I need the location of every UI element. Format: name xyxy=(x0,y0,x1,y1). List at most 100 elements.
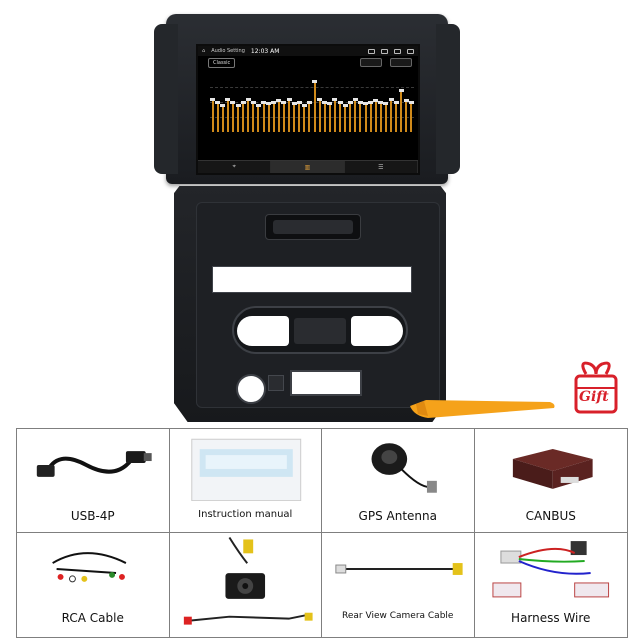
gift-badge: Gift xyxy=(568,358,624,420)
gift-label: Gift xyxy=(579,389,609,405)
eq-band-knob[interactable] xyxy=(286,97,292,101)
eq-band-knob[interactable] xyxy=(327,101,333,105)
eq-band-knob[interactable] xyxy=(378,100,384,104)
eq-band-bar xyxy=(257,105,260,132)
eq-band-knob[interactable] xyxy=(322,100,328,104)
eq-band-bar xyxy=(384,103,387,132)
eq-band-bar xyxy=(349,102,352,132)
eq-band-knob[interactable] xyxy=(301,103,307,107)
eq-band-bar xyxy=(237,105,240,132)
eq-band-knob[interactable] xyxy=(388,97,394,101)
close-window-icon[interactable] xyxy=(381,48,388,54)
eq-band-knob[interactable] xyxy=(317,97,323,101)
eq-band-knob[interactable] xyxy=(368,100,374,104)
eq-band-knob[interactable] xyxy=(240,100,246,104)
top-slot-inner xyxy=(273,220,353,234)
eq-band-bar xyxy=(339,102,342,132)
accessory-label: Rear View Camera Cable xyxy=(342,611,454,621)
tab-equalizer[interactable]: ▥ xyxy=(271,161,345,173)
eq-band-knob[interactable] xyxy=(296,100,302,104)
eq-band-knob[interactable] xyxy=(291,101,297,105)
accessories-grid: USB-4P Instruction manual GPS Antenna CA… xyxy=(16,428,628,638)
eq-grid-line xyxy=(210,87,414,88)
harness-wire-icon xyxy=(491,541,609,598)
eq-band-knob[interactable] xyxy=(210,97,216,101)
status-icons xyxy=(368,48,414,54)
eq-band-bar xyxy=(288,99,291,132)
eq-band-knob[interactable] xyxy=(220,103,226,107)
back-arrow-icon[interactable] xyxy=(394,48,401,54)
eq-band-knob[interactable] xyxy=(235,103,241,107)
eq-band-bar xyxy=(242,102,245,132)
bezel-right-wing xyxy=(436,24,460,174)
eq-band-knob[interactable] xyxy=(250,100,256,104)
accessory-label: Harness Wire xyxy=(511,611,591,625)
eq-band-knob[interactable] xyxy=(306,100,312,104)
manual-icon xyxy=(190,438,301,501)
eq-band-knob[interactable] xyxy=(266,101,272,105)
usb-cable-icon xyxy=(36,451,152,477)
eq-band-bar xyxy=(410,102,413,132)
camera-icon[interactable] xyxy=(368,48,375,54)
eq-reset-button[interactable] xyxy=(390,58,412,67)
eq-band-knob[interactable] xyxy=(255,103,261,107)
eq-band-knob[interactable] xyxy=(276,99,282,103)
eq-band-knob[interactable] xyxy=(215,100,221,104)
eq-band-bar xyxy=(354,99,357,132)
gps-antenna-icon xyxy=(371,443,437,493)
eq-band-knob[interactable] xyxy=(373,99,379,103)
eq-band-bar xyxy=(313,81,316,132)
eq-wave-button[interactable] xyxy=(360,58,382,67)
eq-band-knob[interactable] xyxy=(225,97,231,101)
accessory-rear-view-camera-cable: Rear View Camera Cable xyxy=(322,533,475,637)
eq-band-bar xyxy=(211,99,214,132)
eq-band-knob[interactable] xyxy=(312,79,318,83)
eq-band-knob[interactable] xyxy=(393,100,399,104)
eq-band-knob[interactable] xyxy=(281,100,287,104)
recent-apps-icon[interactable] xyxy=(407,48,414,54)
rca-cable-icon xyxy=(52,552,127,583)
eq-band-knob[interactable] xyxy=(271,100,277,104)
eq-band-knob[interactable] xyxy=(363,101,369,105)
canbus-box-icon xyxy=(512,449,593,489)
eq-band-knob[interactable] xyxy=(337,100,343,104)
eq-band-knob[interactable] xyxy=(408,100,414,104)
eq-band-knob[interactable] xyxy=(332,97,338,101)
display-cutout xyxy=(212,266,412,293)
accessory-instruction-manual: Instruction manual xyxy=(169,429,322,533)
center-button-block xyxy=(294,318,346,344)
tab-balance[interactable]: ⌖ xyxy=(198,161,272,173)
accessory-label: GPS Antenna xyxy=(358,509,437,523)
accessory-harness-wire: Harness Wire xyxy=(474,533,627,637)
home-icon[interactable]: ⌂ xyxy=(202,48,206,54)
eq-band-knob[interactable] xyxy=(352,97,358,101)
eq-preset-select[interactable]: Classic xyxy=(208,58,236,68)
eq-band-bar xyxy=(282,102,285,132)
eq-header: Classic xyxy=(198,56,418,70)
eq-band-bar xyxy=(231,102,234,132)
car-head-unit: ⌂ Audio Setting 12:03 AM Classic ⌖ ▥ ☰ xyxy=(154,14,624,422)
eq-band-knob[interactable] xyxy=(383,101,389,105)
eq-band-knob[interactable] xyxy=(261,100,267,104)
bezel-left-wing xyxy=(154,24,178,174)
accessory-label: CANBUS xyxy=(525,509,576,523)
eq-band-knob[interactable] xyxy=(398,88,404,92)
tab-settings[interactable]: ☰ xyxy=(345,161,418,173)
eq-band-knob[interactable] xyxy=(342,103,348,107)
accessory-label: Instruction manual xyxy=(198,509,293,520)
right-knob-cutout xyxy=(351,316,403,346)
eq-band-bar xyxy=(374,100,377,132)
camera-cable-icon xyxy=(335,563,463,575)
eq-band-knob[interactable] xyxy=(230,100,236,104)
eq-band-knob[interactable] xyxy=(245,97,251,101)
audio-tab-bar: ⌖ ▥ ☰ xyxy=(198,160,418,173)
eq-band-bar xyxy=(369,102,372,132)
eq-band-bar xyxy=(226,99,229,132)
eq-band-knob[interactable] xyxy=(357,100,363,104)
eq-band-knob[interactable] xyxy=(403,99,409,103)
equalizer-sliders[interactable] xyxy=(210,72,414,132)
accessory-rca-cable: RCA Cable xyxy=(17,533,170,637)
eq-band-bar xyxy=(252,102,255,132)
eq-band-knob[interactable] xyxy=(347,100,353,104)
status-bar: ⌂ Audio Setting 12:03 AM xyxy=(198,46,418,56)
